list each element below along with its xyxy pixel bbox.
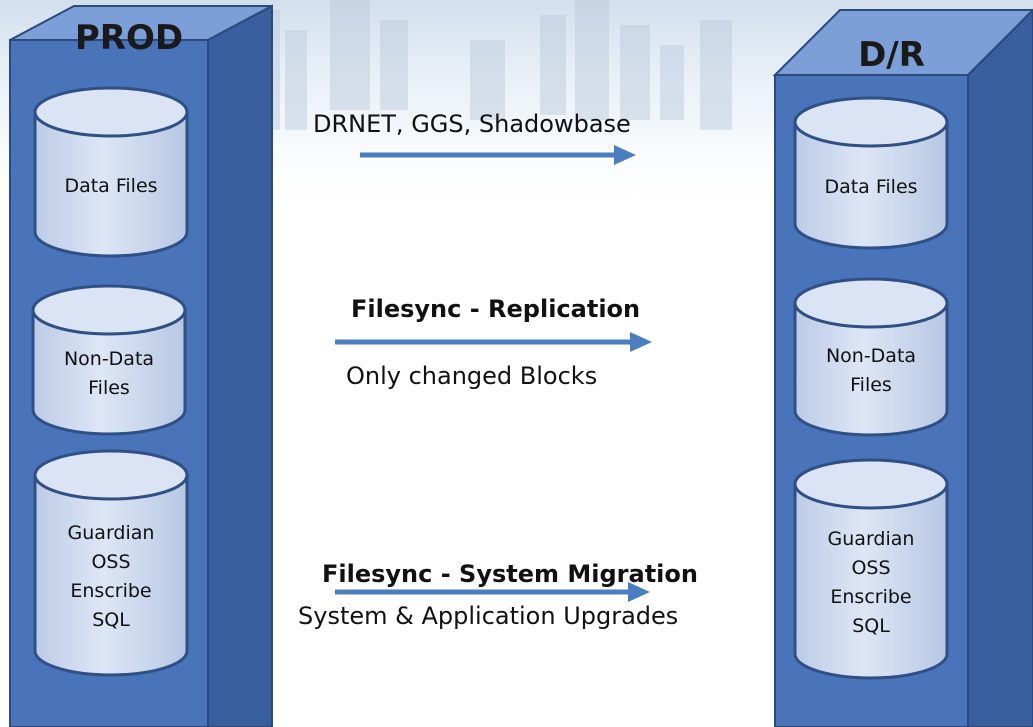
flow-migration-label: Filesync - System Migration [322,560,698,588]
dr-title: D/R [858,35,925,75]
dr-cylinder-1 [793,277,949,437]
dr-cylinder-1-line-1: Files [850,374,892,396]
dr-cylinder-2 [793,458,949,680]
flow-replication-label: Filesync - Replication [351,295,641,323]
dr-cylinder-2-line-0: Guardian [827,528,915,550]
prod-cylinder-2-line-1: OSS [91,551,131,573]
prod-tower [9,4,273,727]
flow-arrow-1 [335,332,652,352]
prod-data-files-label: Data Files [35,172,187,201]
prod-cylinder-0-line-0: Data Files [64,174,158,197]
prod-cylinder-0 [33,86,189,258]
prod-cylinder-2-line-3: SQL [92,609,130,631]
flow-arrow-2 [335,582,650,602]
prod-cylinder-2-line-2: Enscribe [70,580,152,602]
prod-cylinder-1-line-1: Files [88,377,130,399]
prod-cylinder-2 [33,449,189,677]
flow-arrow-0 [360,145,636,165]
dr-cylinder-2-line-1: OSS [851,557,891,579]
flow-migration-sublabel: System & Application Upgrades [298,602,679,630]
flow-replication-sublabel: Only changed Blocks [346,362,598,390]
dr-tower-side [967,8,1033,727]
dr-cylinder-0 [793,96,949,250]
dr-cylinder-0-line-0: Data Files [824,175,918,198]
dr-cylinder-1-line-0: Non-Data [825,345,917,367]
prod-cylinder-1 [31,284,187,436]
prod-tower-side [207,4,273,727]
prod-cylinder-2-line-0: Guardian [67,522,155,544]
dr-cylinder-2-line-2: Enscribe [830,586,912,608]
flow-drnet-label: DRNET, GGS, Shadowbase [313,110,631,138]
dr-cylinder-2-line-3: SQL [852,615,890,637]
prod-title: PROD [74,18,184,58]
dr-tower [772,8,1033,727]
dr-data-files-label: Data Files [795,173,947,202]
prod-cylinder-1-line-0: Non-Data [63,348,155,370]
